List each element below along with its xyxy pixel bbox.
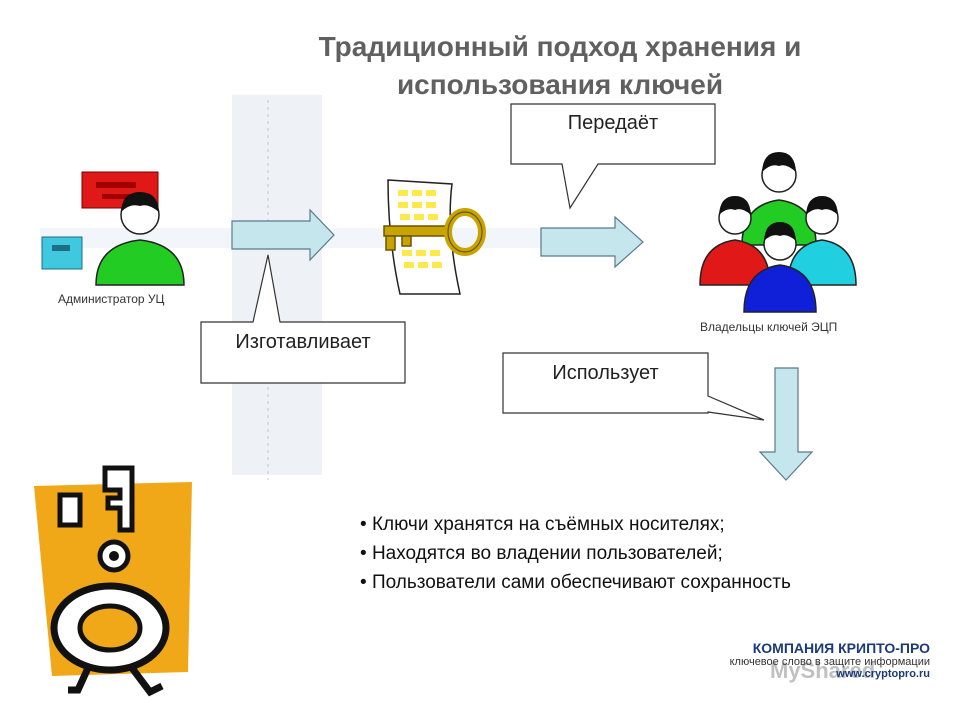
admin-person-icon: [95, 192, 185, 286]
document-icon: [387, 179, 461, 295]
key-mascot-icon: [50, 465, 170, 697]
callout-uses-shape: [502, 352, 765, 421]
callout-produces-shape: [200, 254, 406, 384]
callout-transfers-shape: [510, 103, 716, 210]
bullet-item: Ключи хранятся на съёмных носителях;: [360, 510, 791, 539]
callout-produces-text: Изготавливает: [235, 331, 371, 353]
company-url[interactable]: www.cryptopro.ru: [836, 668, 930, 680]
company-slogan: ключевое слово в защите информации: [729, 656, 930, 668]
callout-uses-text: Использует: [552, 362, 659, 384]
key-icon: [383, 208, 486, 256]
watermark-text: MyShared: [770, 658, 876, 683]
owner-person-red: [699, 196, 771, 286]
arrow-right-2: [540, 215, 644, 269]
callout-transfers-text: Передаёт: [567, 112, 659, 134]
monitor-icon: [41, 236, 83, 270]
bullet-list: Ключи хранятся на съёмных носителях; Нах…: [360, 510, 791, 597]
bullet-item: Находятся во владении пользователей;: [360, 539, 791, 568]
owners-caption: Владельцы ключей ЭЦП: [700, 320, 838, 334]
bullet-item: Пользователи сами обеспечивают сохраннос…: [360, 568, 791, 597]
arrow-down: [758, 367, 814, 481]
background-strip: [232, 95, 322, 475]
title-line-1: Традиционный подход хранения и: [318, 31, 802, 62]
page-title: Традиционный подход хранения и использов…: [250, 28, 870, 104]
admin-caption: Администратор УЦ: [58, 292, 165, 306]
owner-person-blue: [743, 222, 817, 313]
company-block: КОМПАНИЯ КРИПТО-ПРО ключевое слово в защ…: [730, 640, 930, 680]
title-line-2: использования ключей: [396, 69, 724, 100]
owner-person-cyan: [787, 196, 857, 286]
arrow-right-1: [231, 208, 335, 262]
company-name: КОМПАНИЯ КРИПТО-ПРО: [752, 640, 930, 656]
